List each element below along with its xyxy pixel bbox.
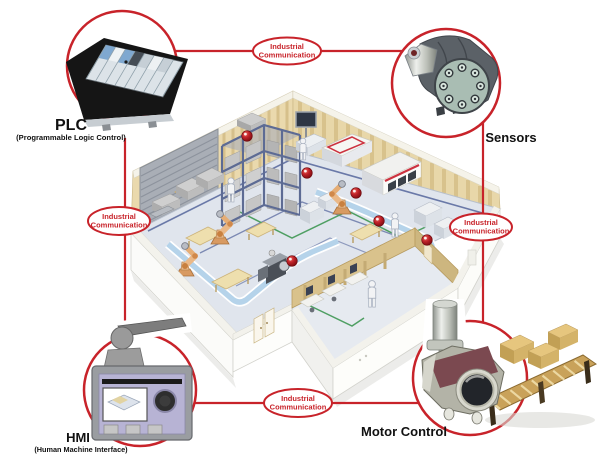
plc-subtitle: (Programmable Logic Control) (16, 133, 126, 142)
motor-lens (459, 372, 495, 408)
motor-shaft (432, 303, 458, 343)
network-node (373, 215, 385, 227)
motor-device (411, 299, 597, 437)
plc-label: PLC (Programmable Logic Control) (16, 117, 126, 142)
sensor-device (390, 27, 502, 139)
box-conveyor (485, 323, 597, 428)
office-door (423, 239, 433, 265)
network-node (350, 187, 362, 199)
production-machine (361, 151, 422, 196)
hmi-title: HMI (66, 430, 90, 445)
storage-rack (220, 112, 302, 229)
double-door (253, 313, 264, 344)
hmi-button (147, 424, 163, 435)
sensors-title: Sensors (485, 130, 536, 145)
office-desks (299, 263, 369, 313)
network-node (241, 130, 253, 142)
hmi-subtitle: (Human Machine Interface) (34, 445, 128, 454)
plc-device (65, 9, 188, 131)
front-wall-right (232, 303, 293, 373)
machine-cluster (258, 249, 296, 284)
building-shadow (458, 238, 504, 323)
hmi-button (103, 424, 119, 435)
factory-building (130, 90, 504, 407)
network-node (301, 167, 313, 179)
double-door (264, 307, 275, 338)
hmi-device (82, 313, 198, 448)
network-node (286, 255, 298, 267)
hmi-label: HMI (Human Machine Interface) (34, 430, 128, 454)
sensor-pins (439, 63, 486, 109)
motor-control-title: Motor Control (361, 424, 447, 439)
pallet-stacks (149, 167, 225, 218)
network-node (421, 234, 433, 246)
plc-title: PLC (55, 117, 87, 134)
inspection-table (321, 133, 373, 167)
hmi-button (125, 424, 141, 435)
wall-door (467, 249, 477, 266)
